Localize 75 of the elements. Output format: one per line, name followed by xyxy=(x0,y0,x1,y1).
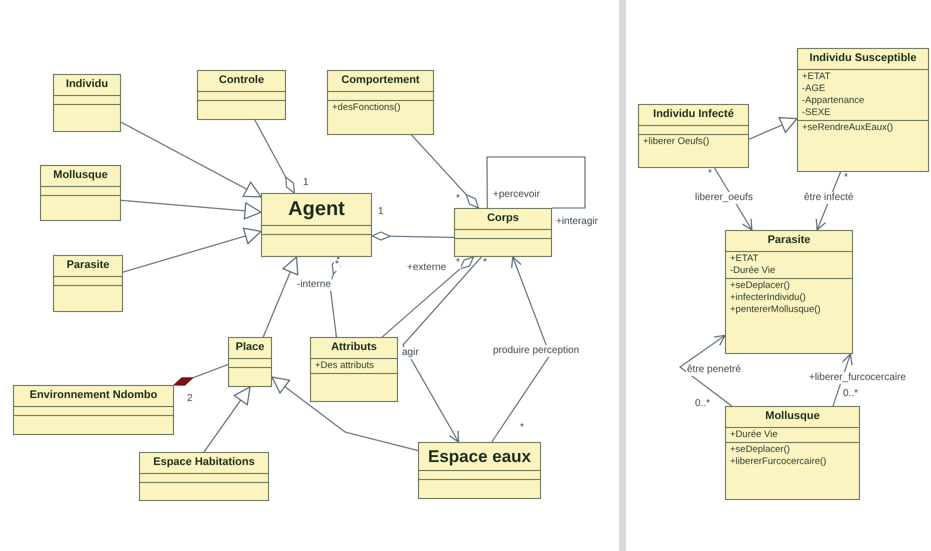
edge-label: produire perception xyxy=(492,345,580,357)
class-box xyxy=(797,48,929,172)
method-text: +seDeplacer() xyxy=(730,280,791,292)
method-text: +pentererMollusque() xyxy=(730,304,822,316)
aggregation-line xyxy=(254,120,295,194)
class-box xyxy=(327,70,434,135)
class-box xyxy=(139,452,269,501)
class-box xyxy=(197,70,286,120)
class-name: Attributs xyxy=(331,341,377,355)
attribute-text: +ETAT xyxy=(730,252,760,265)
method-text: +seRendreAuxEaux() xyxy=(802,122,894,134)
multiplicity-label: * xyxy=(334,259,340,271)
class-box xyxy=(310,337,398,402)
edge-label: être infecté xyxy=(803,192,854,204)
multiplicity-label: * xyxy=(455,257,461,269)
class-box xyxy=(261,193,372,257)
generalization-arrow xyxy=(204,386,251,452)
class-name: Individu xyxy=(66,78,108,92)
composition-line xyxy=(174,364,228,386)
class-box xyxy=(13,385,174,435)
aggregation-line xyxy=(382,256,474,338)
class-name: Place xyxy=(236,341,264,355)
attribute-text: -AGE xyxy=(802,82,826,95)
edge-label: +percevoir xyxy=(492,189,541,201)
edge-label: +liberer_furcocercaire xyxy=(808,372,907,384)
method-text: +infecterIndividu() xyxy=(730,292,807,304)
edge-label: liberer_oeufs xyxy=(694,192,754,204)
association-arrow xyxy=(679,334,732,406)
method-text: +libererFurcocercaire() xyxy=(730,456,828,468)
class-box xyxy=(725,406,860,500)
class-box xyxy=(638,104,749,168)
role-label: +interagir xyxy=(555,216,599,228)
class-name: Mollusque xyxy=(53,169,108,183)
self-association-line xyxy=(486,156,586,209)
class-name: Environnement Ndombo xyxy=(30,389,158,403)
generalization-arrow xyxy=(120,122,262,198)
class-box xyxy=(725,230,853,354)
method-text: +seDeplacer() xyxy=(730,444,791,456)
class-name: Comportement xyxy=(341,74,420,88)
association-arrow xyxy=(491,256,551,442)
role-label: -interne xyxy=(296,279,332,291)
generalization-arrow xyxy=(120,200,262,220)
aggregation-line xyxy=(371,232,454,241)
class-name: Parasite xyxy=(66,259,110,273)
class-name: Corps xyxy=(487,212,519,226)
association-arrow xyxy=(402,256,482,443)
class-name: Controle xyxy=(218,74,264,88)
method-text: +desFonctions() xyxy=(332,102,402,114)
class-name: Mollusque xyxy=(765,410,820,424)
class-name: Individu Susceptible xyxy=(810,52,916,66)
class-box xyxy=(418,442,541,499)
generalization-arrow xyxy=(122,228,262,273)
attribute-text: +Durée Vie xyxy=(730,428,779,441)
attribute-text: +Des attributs xyxy=(315,360,375,372)
class-box xyxy=(454,208,552,257)
class-name: Agent xyxy=(288,197,345,222)
aggregation-line xyxy=(411,134,480,209)
attribute-text: -Appartenance xyxy=(802,94,866,107)
generalization-arrow xyxy=(748,117,798,140)
class-name: Espace eaux xyxy=(428,446,531,468)
attribute-text: +ETAT xyxy=(802,70,832,83)
class-box xyxy=(53,74,121,132)
class-name: Individu Infecté xyxy=(653,108,734,122)
attribute-text: -SEXE xyxy=(802,106,832,119)
edge-label: agir xyxy=(401,347,420,359)
class-name: Parasite xyxy=(768,234,810,248)
generalization-arrow xyxy=(262,256,298,338)
class-name: Espace Habitations xyxy=(153,456,255,470)
method-text: +liberer Oeufs() xyxy=(643,136,710,148)
class-box xyxy=(53,255,123,312)
attribute-text: -Durée Vie xyxy=(730,264,776,277)
class-box xyxy=(40,165,121,221)
generalization-arrow xyxy=(271,376,418,452)
edge-label: être penetré xyxy=(686,364,742,376)
class-box xyxy=(228,337,272,387)
